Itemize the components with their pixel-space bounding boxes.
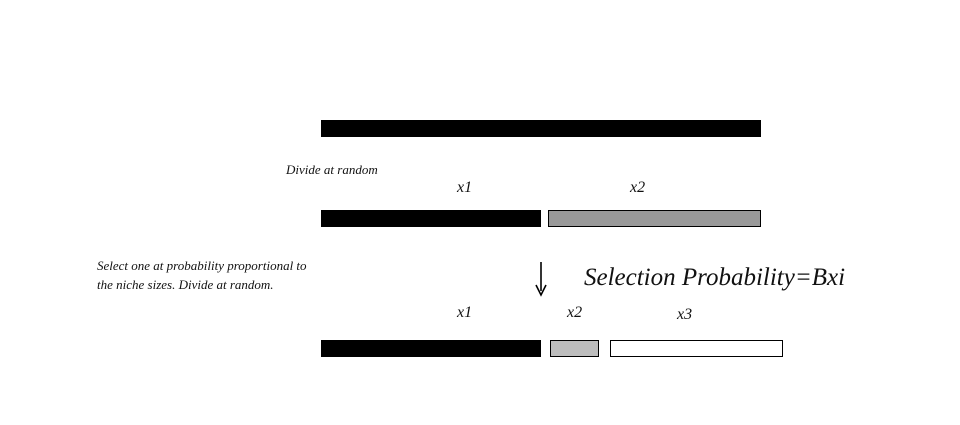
step2-segment-x1 bbox=[321, 340, 541, 357]
step2-label-x3: x3 bbox=[677, 306, 693, 323]
step2-label-x1: x1 bbox=[457, 304, 473, 321]
whole-niche-bar bbox=[321, 120, 761, 137]
divide-at-random-text: Divide at random bbox=[286, 162, 378, 177]
step2-label-x2: x2 bbox=[567, 304, 583, 321]
step2-segment-x2 bbox=[550, 340, 599, 357]
arrow-down-icon bbox=[535, 262, 547, 297]
select-note-line-1: Select one at probability proportional t… bbox=[97, 258, 307, 273]
step1-label-x2: x2 bbox=[630, 179, 646, 196]
step1-label-x1: x1 bbox=[457, 179, 473, 196]
select-note-line-2: the niche sizes. Divide at random. bbox=[97, 277, 274, 292]
step1-segment-x2 bbox=[548, 210, 761, 227]
step2-segment-x3 bbox=[610, 340, 783, 357]
selection-probability-formula: Selection Probability=Bxi bbox=[584, 264, 846, 291]
step1-segment-x1 bbox=[321, 210, 541, 227]
divide-at-random-note: Divide at random bbox=[286, 160, 378, 179]
select-probability-note: Select one at probability proportional t… bbox=[97, 256, 307, 294]
